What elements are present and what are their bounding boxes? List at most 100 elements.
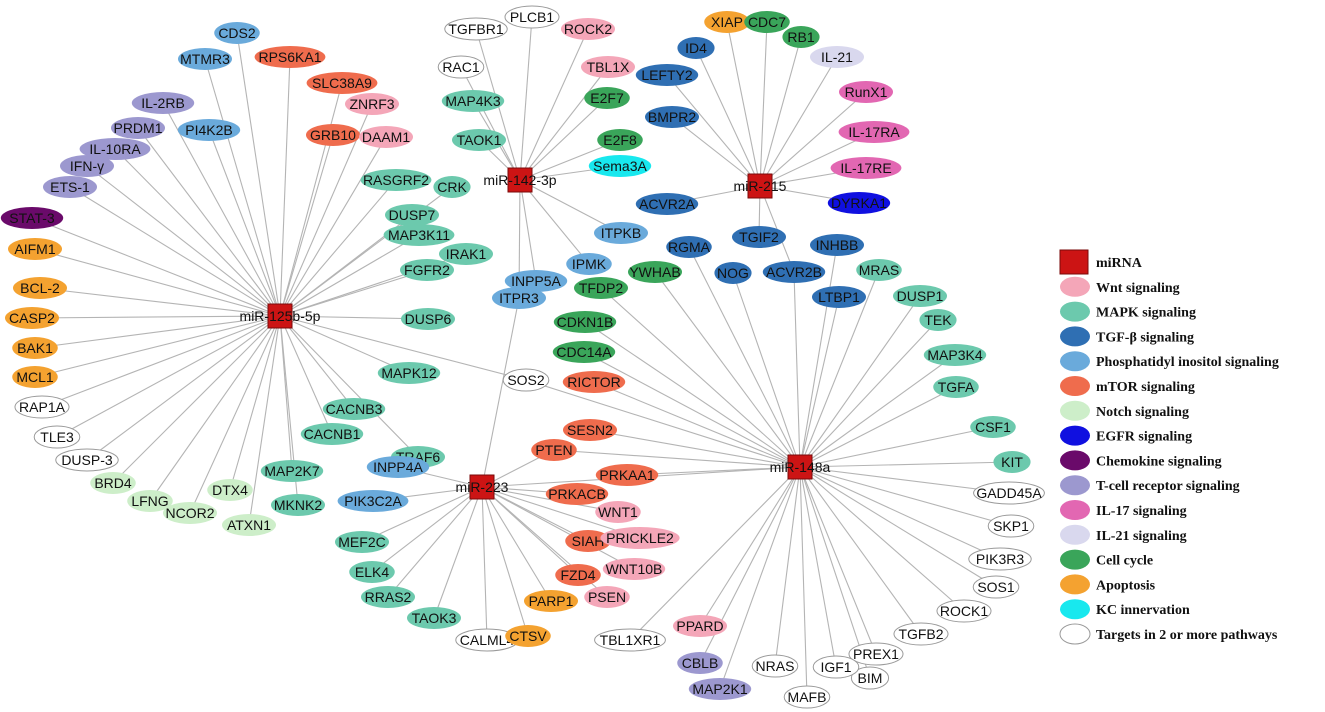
node-csf1[interactable]: CSF1 xyxy=(970,416,1016,438)
node-rps6ka1[interactable]: RPS6KA1 xyxy=(254,46,326,68)
node-e2f8[interactable]: E2F8 xyxy=(597,129,643,151)
node-taok1[interactable]: TAOK1 xyxy=(452,129,506,151)
node-brd4[interactable]: BRD4 xyxy=(90,472,136,494)
node-dusp6[interactable]: DUSP6 xyxy=(401,308,455,330)
node-sema3a[interactable]: Sema3A xyxy=(588,155,652,177)
hub-mir-215[interactable]: miR-215 xyxy=(734,173,787,199)
node-e2f7[interactable]: E2F7 xyxy=(584,87,630,109)
node-cds2[interactable]: CDS2 xyxy=(214,22,260,44)
node-tle3[interactable]: TLE3 xyxy=(33,425,81,449)
node-lfng[interactable]: LFNG xyxy=(127,490,173,512)
node-irak1[interactable]: IRAK1 xyxy=(439,243,493,265)
node-id4[interactable]: ID4 xyxy=(677,37,715,59)
node-elk4[interactable]: ELK4 xyxy=(349,561,395,583)
node-ctsv[interactable]: CTSV xyxy=(505,625,551,647)
node-siah[interactable]: SIAH xyxy=(565,530,611,552)
node-skp1[interactable]: SKP1 xyxy=(987,514,1035,538)
node-bim[interactable]: BIM xyxy=(850,666,890,690)
node-ipmk[interactable]: IPMK xyxy=(566,253,612,275)
node-ifng[interactable]: IFN-γ xyxy=(60,155,114,177)
node-ncor2[interactable]: NCOR2 xyxy=(163,502,217,524)
node-rasgrf2[interactable]: RASGRF2 xyxy=(360,169,432,191)
node-map2k1[interactable]: MAP2K1 xyxy=(688,678,752,700)
node-tek[interactable]: TEK xyxy=(919,309,957,331)
node-acvr2a[interactable]: ACVR2A xyxy=(635,193,699,215)
node-pi4k2b[interactable]: PI4K2B xyxy=(177,119,241,141)
node-parp1[interactable]: PARP1 xyxy=(524,590,578,612)
node-rac1[interactable]: RAC1 xyxy=(437,55,485,79)
node-itpkb[interactable]: ITPKB xyxy=(594,222,648,244)
node-pten[interactable]: PTEN xyxy=(531,439,577,461)
node-ppard[interactable]: PPARD xyxy=(673,615,727,637)
node-mef2c[interactable]: MEF2C xyxy=(335,531,389,553)
node-map3k11[interactable]: MAP3K11 xyxy=(383,224,455,246)
node-acvr2b[interactable]: ACVR2B xyxy=(762,261,826,283)
node-sos1[interactable]: SOS1 xyxy=(972,575,1020,599)
node-atxn1[interactable]: ATXN1 xyxy=(222,514,276,536)
node-ywhab[interactable]: YWHAB xyxy=(628,261,682,283)
node-rictor[interactable]: RICTOR xyxy=(562,371,626,393)
node-prkaa1[interactable]: PRKAA1 xyxy=(595,464,659,486)
node-dusp7[interactable]: DUSP7 xyxy=(385,204,439,226)
node-mtmr3[interactable]: MTMR3 xyxy=(178,48,232,70)
node-il2rb[interactable]: IL-2RB xyxy=(131,92,195,114)
node-xiap[interactable]: XIAP xyxy=(704,11,750,33)
node-wnt1[interactable]: WNT1 xyxy=(595,501,641,523)
node-pik3r3[interactable]: PIK3R3 xyxy=(968,547,1032,571)
node-casp2[interactable]: CASP2 xyxy=(5,307,59,329)
node-cacnb3[interactable]: CACNB3 xyxy=(322,398,386,420)
node-map4k3[interactable]: MAP4K3 xyxy=(441,90,505,112)
node-il21[interactable]: IL-21 xyxy=(810,46,864,68)
node-nras[interactable]: NRAS xyxy=(751,654,799,678)
node-mafb[interactable]: MAFB xyxy=(783,685,831,709)
node-tgfbr1[interactable]: TGFBR1 xyxy=(444,17,508,41)
node-map2k7[interactable]: MAP2K7 xyxy=(260,460,324,482)
node-taok3[interactable]: TAOK3 xyxy=(407,607,461,629)
node-aifm1[interactable]: AIFM1 xyxy=(8,238,62,260)
node-rb1[interactable]: RB1 xyxy=(782,26,820,48)
node-prdm1[interactable]: PRDM1 xyxy=(111,117,165,139)
node-mcl1[interactable]: MCL1 xyxy=(12,366,58,388)
node-tfdp2[interactable]: TFDP2 xyxy=(574,277,628,299)
node-itpr3[interactable]: ITPR3 xyxy=(492,287,546,309)
node-bcl2[interactable]: BCL-2 xyxy=(13,277,67,299)
node-mras[interactable]: MRAS xyxy=(856,259,902,281)
node-rras2[interactable]: RRAS2 xyxy=(361,586,415,608)
node-bmpr2[interactable]: BMPR2 xyxy=(645,106,699,128)
node-dusp3[interactable]: DUSP-3 xyxy=(55,448,119,472)
node-plcb1[interactable]: PLCB1 xyxy=(504,5,560,29)
node-tgif2[interactable]: TGIF2 xyxy=(732,226,786,248)
node-rock2[interactable]: ROCK2 xyxy=(561,18,615,40)
node-inpp5a[interactable]: INPP5A xyxy=(504,270,568,292)
node-inhbb[interactable]: INHBB xyxy=(810,234,864,256)
node-ltbp1[interactable]: LTBP1 xyxy=(812,286,866,308)
node-prex1[interactable]: PREX1 xyxy=(848,642,904,666)
node-dyrk1a[interactable]: DYRKA1 xyxy=(827,192,891,214)
node-il17ra[interactable]: IL-17RA xyxy=(838,121,910,143)
node-prickle2[interactable]: PRICKLE2 xyxy=(600,527,680,549)
node-dusp1[interactable]: DUSP1 xyxy=(893,285,947,307)
node-ets1[interactable]: ETS-1 xyxy=(43,176,97,198)
node-igf1[interactable]: IGF1 xyxy=(812,655,860,679)
node-sesn2[interactable]: SESN2 xyxy=(563,419,617,441)
hub-mir-148a[interactable]: miR-148a xyxy=(770,454,831,480)
hub-mir-223[interactable]: miR-223 xyxy=(456,474,509,500)
node-tgfb2[interactable]: TGFB2 xyxy=(893,622,949,646)
node-cdc14a[interactable]: CDC14A xyxy=(552,341,616,363)
node-gadd45a[interactable]: GADD45A xyxy=(973,481,1045,505)
node-il17re[interactable]: IL-17RE xyxy=(830,157,902,179)
node-map3k4[interactable]: MAP3K4 xyxy=(923,344,987,366)
node-pik3c2a[interactable]: PIK3C2A xyxy=(337,490,409,512)
node-tbl1xr1[interactable]: TBL1XR1 xyxy=(594,628,666,652)
node-daam1[interactable]: DAAM1 xyxy=(359,126,413,148)
node-sos2[interactable]: SOS2 xyxy=(502,368,550,392)
node-cacnb1[interactable]: CACNB1 xyxy=(300,423,364,445)
node-kit[interactable]: KIT xyxy=(993,451,1031,473)
node-mknk2[interactable]: MKNK2 xyxy=(271,494,325,516)
node-slc38a9[interactable]: SLC38A9 xyxy=(306,72,378,94)
node-bak1[interactable]: BAK1 xyxy=(12,337,58,359)
node-il10ra[interactable]: IL-10RA xyxy=(79,138,151,160)
node-dtx4[interactable]: DTX4 xyxy=(207,479,253,501)
node-prkacb[interactable]: PRKACB xyxy=(545,483,609,505)
node-runx1[interactable]: RunX1 xyxy=(839,81,893,103)
